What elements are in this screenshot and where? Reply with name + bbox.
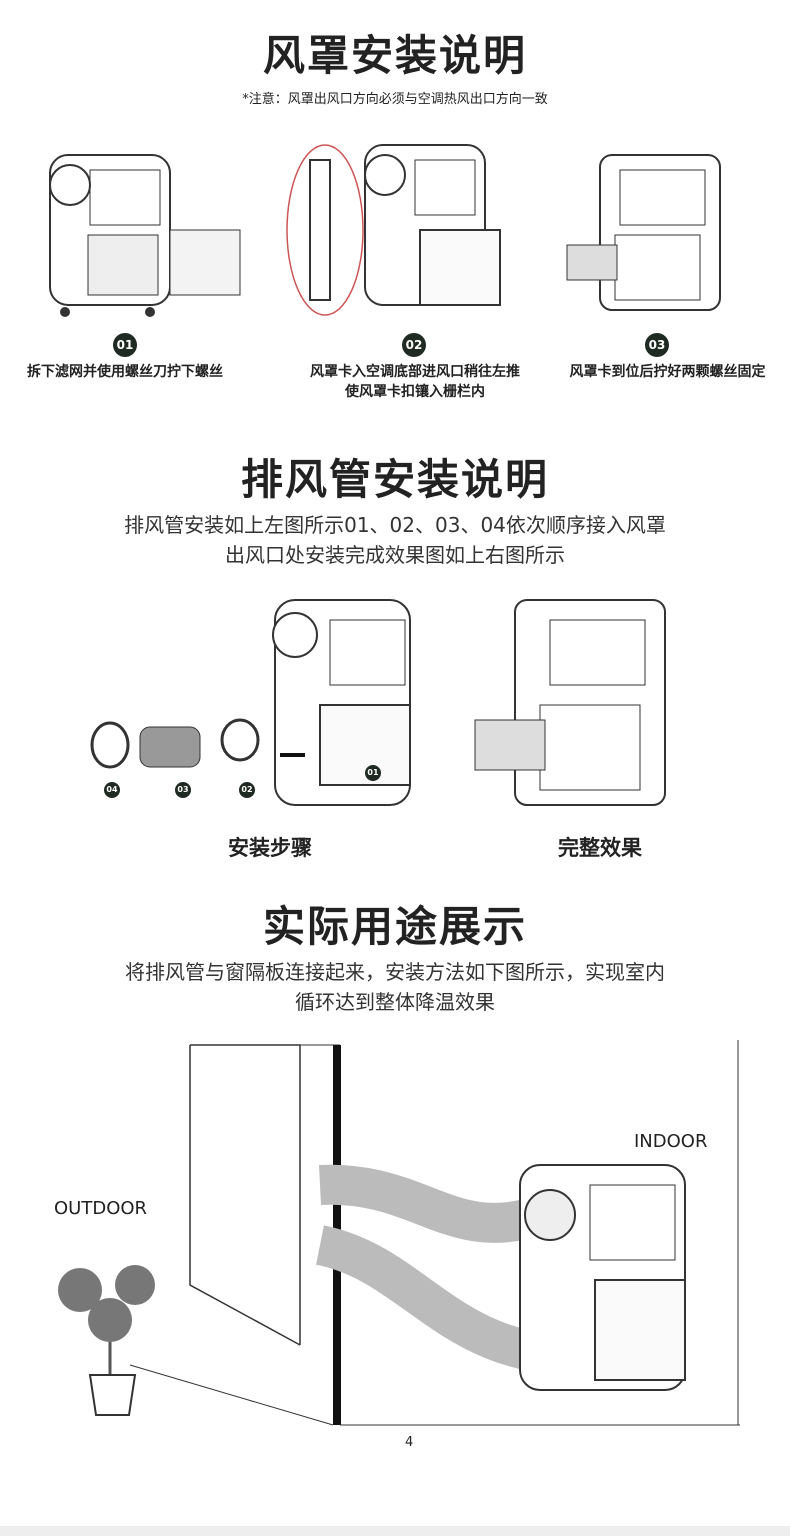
step2-caption: 风罩卡入空调底部进风口稍往左推 bbox=[310, 364, 520, 380]
section3-desc-line1: 将排风管与窗隔板连接起来，安装方法如下图所示，实现室内 bbox=[125, 960, 665, 984]
part-04-badge: 04 bbox=[104, 782, 120, 798]
complete-effect-caption: 完整效果 bbox=[558, 836, 642, 860]
indoor-unit-illustration bbox=[519, 1164, 686, 1391]
section1-title: 风罩安装说明 bbox=[262, 31, 527, 80]
complete-effect-illustration bbox=[474, 599, 666, 806]
step2-badge: 02 bbox=[402, 333, 426, 357]
section3-desc-line2: 循环达到整体降温效果 bbox=[295, 990, 495, 1014]
step1-illustration bbox=[49, 154, 241, 317]
section1-note: *注意：风罩出风口方向必须与空调热风出口方向一致 bbox=[242, 92, 548, 107]
step2-illustration bbox=[286, 144, 501, 316]
part-02-badge: 02 bbox=[239, 782, 255, 798]
install-steps-caption: 安装步骤 bbox=[228, 836, 312, 860]
section2-title: 排风管安装说明 bbox=[240, 455, 549, 504]
step1-caption: 拆下滤网并使用螺丝刀拧下螺丝 bbox=[27, 364, 223, 380]
section3-title: 实际用途展示 bbox=[262, 902, 527, 951]
step3-badge: 03 bbox=[645, 333, 669, 357]
section2-desc-line1: 排风管安装如上左图所示01、02、03、04依次顺序接入风罩 bbox=[124, 513, 666, 537]
step2-caption-line2: 使风罩卡扣镶入栅栏内 bbox=[345, 384, 485, 400]
part-01-badge: 01 bbox=[365, 765, 381, 781]
outdoor-label: OUTDOOR bbox=[54, 1198, 148, 1219]
footer-bar bbox=[0, 1526, 790, 1536]
step3-illustration bbox=[566, 154, 721, 311]
indoor-label: INDOOR bbox=[634, 1131, 708, 1152]
part-03-badge: 03 bbox=[175, 782, 191, 798]
page-number: 4 bbox=[405, 1435, 414, 1450]
install-steps-illustration bbox=[90, 599, 411, 806]
step3-caption: 风罩卡到位后拧好两颗螺丝固定 bbox=[569, 364, 766, 380]
step1-badge: 01 bbox=[113, 333, 137, 357]
section2-desc-line2: 出风口处安装完成效果图如上右图所示 bbox=[225, 543, 565, 567]
